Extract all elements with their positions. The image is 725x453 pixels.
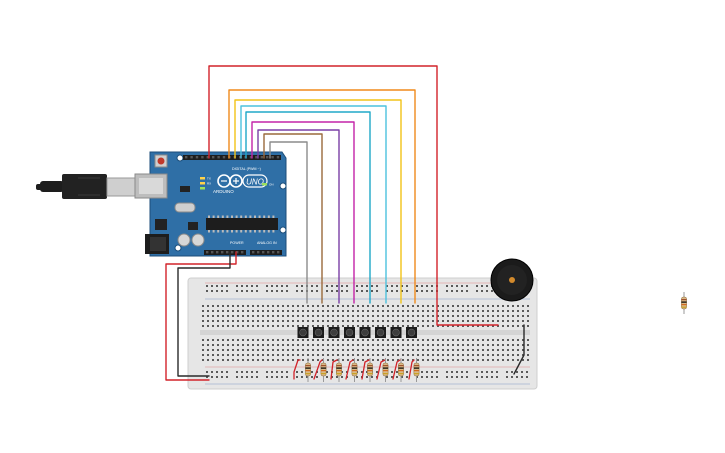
- wire-magenta: [251, 121, 355, 304]
- push-button[interactable]: [328, 327, 340, 338]
- wire-brown: [263, 133, 323, 304]
- wire-purple: [257, 129, 340, 304]
- push-button[interactable]: [297, 327, 309, 338]
- wire-black-gnd: [177, 251, 231, 377]
- wire-red-buzzer: [208, 65, 499, 326]
- uno-label: UNO: [246, 178, 264, 187]
- resistor[interactable]: [382, 358, 389, 382]
- led-rx-label: RX: [207, 182, 211, 186]
- wire-yellow: [234, 99, 402, 304]
- arduino-uno-board[interactable]: UNO ARDUINO TX RX ON DIGITAL (PWM ~) POW…: [36, 151, 287, 257]
- resistor[interactable]: [336, 358, 342, 382]
- wire-black-buzzer: [513, 324, 525, 375]
- usb-cable: [36, 174, 136, 199]
- breadboard-holes: [202, 285, 529, 378]
- resistors[interactable]: [305, 358, 420, 382]
- push-button[interactable]: [313, 327, 324, 338]
- digital-header-label: DIGITAL (PWM ~): [232, 167, 261, 171]
- resistor[interactable]: [398, 358, 404, 382]
- uno-badge: UNO: [242, 174, 268, 188]
- wire-gray: [269, 141, 308, 304]
- arduino-brand-label: ARDUINO: [213, 189, 234, 194]
- wire-red-5v: [165, 251, 237, 381]
- wire-light-cyan: [240, 105, 387, 304]
- push-button[interactable]: [390, 327, 402, 338]
- wires[interactable]: [165, 65, 525, 381]
- resistor[interactable]: [367, 358, 373, 382]
- wire-orange: [228, 89, 416, 304]
- stray-resistor[interactable]: [681, 292, 687, 314]
- piezo-buzzer[interactable]: [490, 258, 534, 302]
- resistor[interactable]: [351, 358, 358, 382]
- arduino-logo: [217, 174, 243, 188]
- led-on-label: ON: [269, 183, 274, 187]
- buzzer-center-icon: [509, 277, 515, 283]
- power-header-label: POWER: [230, 241, 244, 245]
- led-tx-label: TX: [207, 177, 211, 181]
- atmega-chip: [206, 215, 278, 233]
- analog-header-label: ANALOG IN: [257, 241, 277, 245]
- resistor[interactable]: [413, 358, 420, 382]
- push-button[interactable]: [344, 327, 355, 338]
- wire-cyan: [245, 111, 371, 304]
- led-on-icon: [200, 187, 205, 190]
- resistor[interactable]: [305, 358, 311, 382]
- resistor-jumpers: [293, 359, 415, 380]
- resistor[interactable]: [320, 358, 327, 382]
- led-rx-icon: [200, 182, 205, 185]
- led-tx-icon: [200, 177, 205, 180]
- push-button[interactable]: [406, 327, 417, 338]
- push-button[interactable]: [359, 327, 371, 338]
- push-button[interactable]: [375, 327, 386, 338]
- push-buttons[interactable]: [297, 327, 418, 338]
